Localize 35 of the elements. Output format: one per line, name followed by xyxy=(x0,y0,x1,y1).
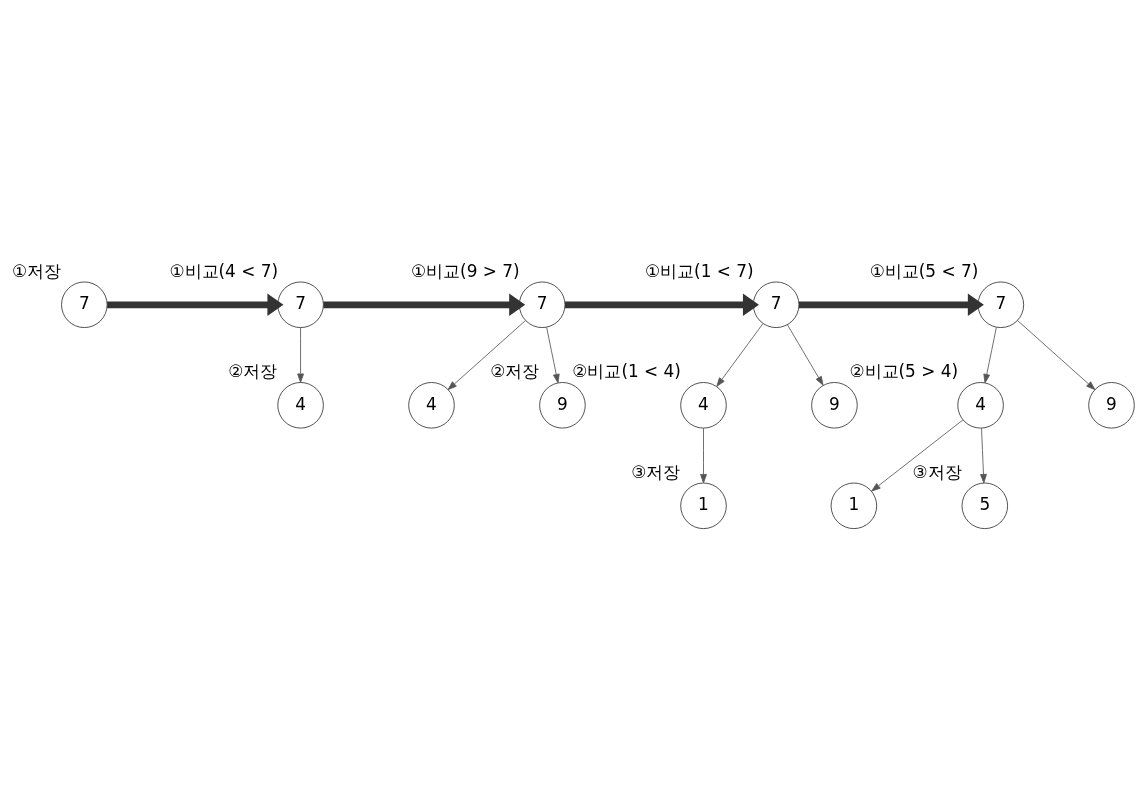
node-label: ①저장 xyxy=(12,260,62,281)
node-circle: 7 xyxy=(277,281,324,328)
node-circle: 5 xyxy=(961,482,1009,530)
node-circle: 4 xyxy=(957,382,1004,429)
node-circle: 4 xyxy=(680,382,727,429)
arrow xyxy=(700,427,707,484)
node-label: ①비교(1 < 7) xyxy=(644,260,754,281)
node-label: ②저장 xyxy=(490,361,540,382)
node-circle: 7 xyxy=(752,281,800,328)
node-label: ①비교(4 < 7) xyxy=(169,260,279,281)
node-label: ③저장 xyxy=(912,461,962,482)
arrow xyxy=(871,419,964,492)
arrow xyxy=(323,293,526,316)
arrow xyxy=(786,324,824,386)
arrow xyxy=(716,323,764,387)
arrow xyxy=(983,326,997,384)
node-label: ②비교(5 > 4) xyxy=(849,361,959,382)
node-label: ③저장 xyxy=(631,461,681,482)
arrow xyxy=(980,427,987,484)
node-circle: 4 xyxy=(277,382,324,429)
node-circle: 7 xyxy=(518,281,566,328)
node-circle: 9 xyxy=(811,382,858,429)
node-circle: 7 xyxy=(977,281,1025,328)
node-circle: 9 xyxy=(539,382,586,429)
node-circle: 1 xyxy=(830,482,878,530)
node-circle: 7 xyxy=(61,281,108,328)
node-circle: 1 xyxy=(680,482,727,530)
arrow xyxy=(297,327,304,383)
arrow xyxy=(447,320,526,391)
arrow xyxy=(1017,320,1096,391)
node-label: ①비교(5 < 7) xyxy=(869,260,979,281)
node-label: ①비교(9 > 7) xyxy=(410,260,520,281)
node-label: ②비교(1 < 4) xyxy=(572,361,681,382)
arrow xyxy=(546,326,560,384)
node-label: ②저장 xyxy=(228,361,278,382)
